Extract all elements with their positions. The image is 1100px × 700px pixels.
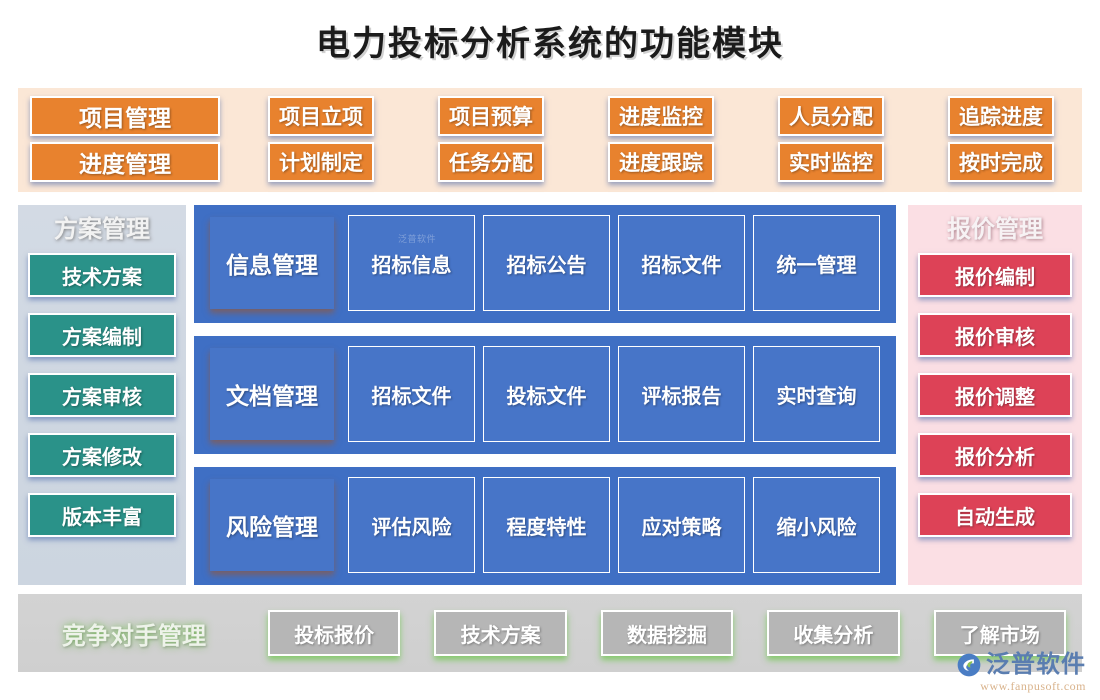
item-response-strategy[interactable]: 应对策略 (618, 477, 745, 573)
scheme-management-panel: 方案管理 技术方案 方案编制 方案审核 方案修改 版本丰富 (18, 205, 186, 585)
item-reduce-risk[interactable]: 缩小风险 (753, 477, 880, 573)
group-label-schedule-management[interactable]: 进度管理 (30, 142, 220, 182)
item-bid-quotation[interactable]: 投标报价 (268, 610, 401, 656)
logo-name: 泛普软件 (986, 652, 1086, 678)
band-lead-cell: 项目管理 (30, 96, 220, 136)
item-understand-market[interactable]: 了解市场 (933, 610, 1066, 656)
page-title: 电力投标分析系统的功能模块 (316, 26, 784, 63)
row-risk-management: 风险管理 评估风险 程度特性 应对策略 缩小风险 (194, 467, 896, 585)
item-tender-document[interactable]: 招标文件 (348, 346, 475, 442)
item-bidding-announcement[interactable]: 招标公告 (483, 215, 610, 311)
item-scheme-review[interactable]: 方案审核 (28, 373, 176, 417)
item-quotation-analysis[interactable]: 报价分析 (918, 433, 1072, 477)
row-information-management: 信息管理 招标信息 招标公告 招标文件 统一管理 (194, 205, 896, 323)
band-lead-cell-2: 进度管理 (30, 142, 220, 182)
item-quotation-review[interactable]: 报价审核 (918, 313, 1072, 357)
panel-header-scheme-management: 方案管理 (54, 217, 150, 243)
item-project-initiation[interactable]: 项目立项 (268, 96, 374, 136)
item-auto-generation[interactable]: 自动生成 (918, 493, 1072, 537)
item-track-progress[interactable]: 追踪进度 (948, 96, 1054, 136)
item-technical-plan[interactable]: 技术方案 (434, 610, 567, 656)
quotation-management-panel: 报价管理 报价编制 报价审核 报价调整 报价分析 自动生成 (908, 205, 1082, 585)
item-task-assignment[interactable]: 任务分配 (438, 142, 544, 182)
competitor-management-band: 竞争对手管理 投标报价 技术方案 数据挖掘 收集分析 了解市场 (18, 594, 1082, 672)
item-quotation-preparation[interactable]: 报价编制 (918, 253, 1072, 297)
item-progress-monitor[interactable]: 进度监控 (608, 96, 714, 136)
middle-region: 方案管理 技术方案 方案编制 方案审核 方案修改 版本丰富 信息管理 招标信息 … (0, 205, 1100, 585)
watermark-text: 泛普软件 (398, 234, 437, 244)
item-scheme-preparation[interactable]: 方案编制 (28, 313, 176, 357)
item-plan-formulation[interactable]: 计划制定 (268, 142, 374, 182)
item-evaluation-report[interactable]: 评标报告 (618, 346, 745, 442)
item-bid-document[interactable]: 投标文件 (483, 346, 610, 442)
project-management-band: 项目管理 项目立项 项目预算 进度监控 人员分配 追踪进度 进度管理 计划制定 … (18, 88, 1082, 192)
group-label-risk-management[interactable]: 风险管理 (210, 479, 334, 571)
logo-url: www.fanpusoft.com (980, 679, 1086, 693)
item-progress-tracking[interactable]: 进度跟踪 (608, 142, 714, 182)
group-label-information-management[interactable]: 信息管理 (210, 217, 334, 309)
item-realtime-query[interactable]: 实时查询 (753, 346, 880, 442)
item-data-mining[interactable]: 数据挖掘 (600, 610, 734, 656)
item-on-time-completion[interactable]: 按时完成 (948, 142, 1054, 182)
item-degree-characteristics[interactable]: 程度特性 (483, 477, 610, 573)
item-staff-allocation[interactable]: 人员分配 (778, 96, 884, 136)
group-label-document-management[interactable]: 文档管理 (210, 348, 334, 440)
item-scheme-revision[interactable]: 方案修改 (28, 433, 176, 477)
item-project-budget[interactable]: 项目预算 (438, 96, 544, 136)
item-assess-risk[interactable]: 评估风险 (348, 477, 475, 573)
panel-header-quotation-management: 报价管理 (947, 217, 1043, 243)
item-bidding-document[interactable]: 招标文件 (618, 215, 745, 311)
item-quotation-adjustment[interactable]: 报价调整 (918, 373, 1072, 417)
panel-header-competitor-management: 竞争对手管理 (62, 623, 206, 650)
item-realtime-monitor[interactable]: 实时监控 (778, 142, 884, 182)
item-collect-analysis[interactable]: 收集分析 (767, 610, 900, 656)
item-bidding-information[interactable]: 招标信息 (348, 215, 475, 311)
item-version-richness[interactable]: 版本丰富 (28, 493, 176, 537)
fanpu-logo-icon (957, 653, 981, 677)
core-modules-panel: 信息管理 招标信息 招标公告 招标文件 统一管理 文档管理 招标文件 投标文件 … (194, 205, 896, 585)
item-unified-management[interactable]: 统一管理 (753, 215, 880, 311)
row-document-management: 文档管理 招标文件 投标文件 评标报告 实时查询 (194, 336, 896, 454)
item-technical-scheme[interactable]: 技术方案 (28, 253, 176, 297)
brand-logo: 泛普软件 www.fanpusoft.com (956, 652, 1086, 694)
group-label-project-management[interactable]: 项目管理 (30, 96, 220, 136)
